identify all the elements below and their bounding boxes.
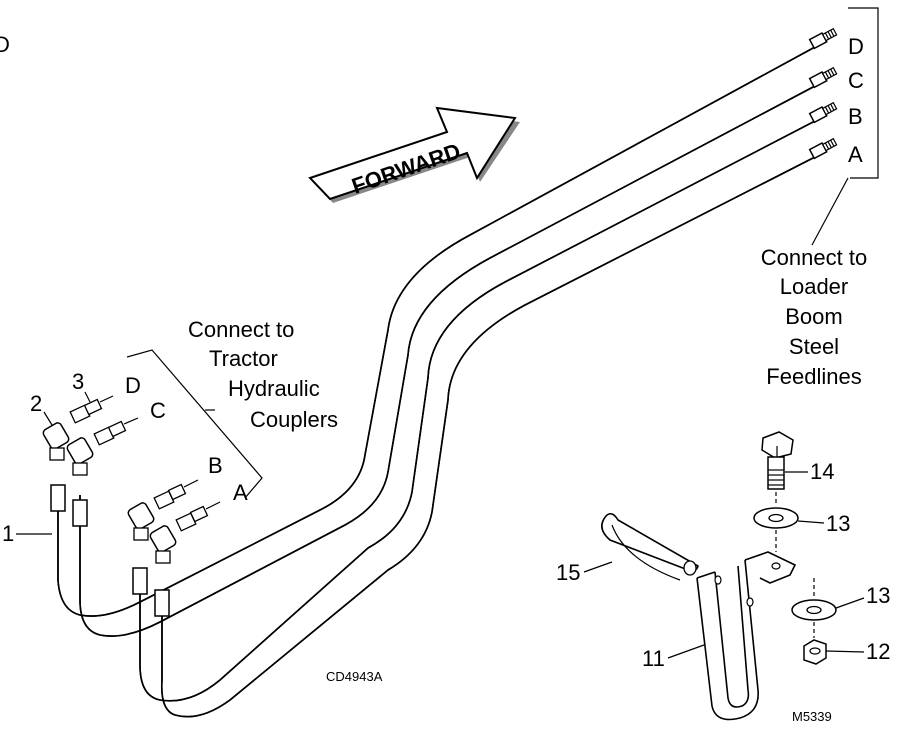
figure-code: M5339	[792, 709, 832, 724]
right-port-d: D	[848, 34, 864, 59]
tractor-caption-line-1: Connect to	[188, 317, 294, 342]
loader-caption: Connect to Loader Boom Steel Feedlines	[761, 245, 867, 389]
left-bracket	[126, 349, 263, 499]
callout-3: 3	[72, 369, 84, 394]
forward-arrow: FORWARD	[308, 106, 520, 203]
right-port-b: B	[848, 104, 863, 129]
left-port-b: B	[208, 453, 223, 478]
elbow-b	[127, 479, 199, 541]
u-bracket	[696, 559, 759, 721]
tractor-caption-line-4: Couplers	[250, 407, 338, 432]
loader-caption-line-1: Connect to	[761, 245, 867, 270]
hose-c	[79, 85, 816, 637]
tractor-caption-line-3: Hydraulic	[228, 376, 320, 401]
hose-a	[160, 156, 816, 718]
callout-1: 1	[2, 521, 14, 546]
right-port-c: C	[848, 68, 864, 93]
elbow-a	[149, 501, 221, 564]
hose-bundle	[57, 46, 816, 718]
tractor-caption: Connect to Tractor Hydraulic Couplers	[188, 317, 338, 432]
tractor-caption-line-2: Tractor	[209, 346, 278, 371]
hose-d	[57, 46, 816, 617]
callout-11: 11	[642, 646, 665, 671]
left-port-a: A	[233, 480, 248, 505]
left-couplers	[42, 395, 221, 617]
right-end-fittings	[808, 27, 838, 160]
callout-15: 15	[556, 560, 580, 585]
loader-caption-line-5: Feedlines	[766, 364, 861, 389]
elbow-d	[42, 395, 114, 461]
loader-caption-line-3: Boom	[785, 304, 842, 329]
callout-12: 12	[866, 639, 890, 664]
left-port-d: D	[125, 373, 141, 398]
lynch-pin	[601, 512, 699, 572]
right-port-a: A	[848, 142, 863, 167]
left-port-c: C	[150, 398, 166, 423]
drawing-id: CD4943A	[326, 669, 383, 684]
right-bracket	[848, 7, 879, 179]
loader-caption-line-2: Loader	[780, 274, 849, 299]
loader-caption-line-4: Steel	[789, 334, 839, 359]
callout-13-bottom: 13	[866, 583, 890, 608]
elbow-c	[66, 417, 139, 476]
callout-14: 14	[810, 459, 834, 484]
clamp-assembly	[601, 431, 837, 721]
corner-letter: D	[0, 32, 10, 57]
callout-13-top: 13	[826, 511, 850, 536]
callout-2: 2	[30, 391, 42, 416]
